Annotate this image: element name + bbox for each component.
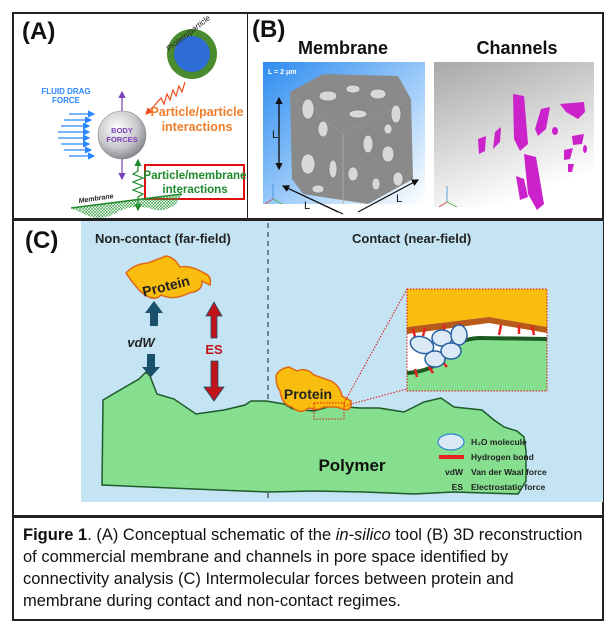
panel-a-diagram: Protein/particle FLUID DRAG FORCE BODY F… — [41, 13, 247, 218]
legend-es-symbol: ES — [452, 482, 464, 492]
caption-text-2: tool (B) 3D reconstruction of commercial… — [23, 526, 583, 610]
dim-label-left: L — [304, 200, 310, 212]
vdw-label: vdW — [127, 335, 156, 350]
legend-h2o-symbol — [437, 433, 465, 451]
zoom-line-bottom — [343, 388, 408, 407]
legend-h2o-label: H₂O molecule — [471, 437, 527, 447]
membrane-cube — [290, 74, 413, 204]
body-forces-label-1: BODY — [111, 126, 133, 135]
fluid-drag-arrows — [58, 110, 96, 160]
contact-title: Contact (near-field) — [352, 231, 471, 246]
fluid-drag-label-2: FORCE — [52, 96, 81, 105]
legend-es-label: Electrostatic force — [471, 482, 545, 492]
zoom-line-top — [343, 288, 408, 404]
vdw-arrow-up — [145, 301, 163, 326]
panel-c-diagram: Non-contact (far-field) Contact (near-fi… — [81, 221, 603, 502]
channels-shapes — [478, 94, 587, 210]
scale-label: L = 2 μm — [268, 69, 296, 76]
channels-title: Channels — [476, 38, 557, 58]
particle-particle-label-2: interactions — [162, 120, 233, 134]
protein-near-field — [275, 366, 352, 412]
protein-far-field — [125, 255, 212, 299]
legend-hbond-label: Hydrogen bond — [471, 452, 534, 462]
membrane-surface — [71, 194, 182, 218]
caption-text-1: . (A) Conceptual schematic of the — [87, 526, 336, 544]
fluid-drag-label-1: FLUID DRAG — [41, 87, 90, 96]
legend-hbond-symbol — [439, 455, 464, 459]
membrane-spring — [131, 164, 145, 206]
caption-figure-number: Figure 1 — [23, 526, 88, 544]
contact-inset — [406, 288, 548, 392]
panel-c-label: (C) — [25, 227, 59, 254]
caption-italic-term: in-silico — [335, 526, 391, 544]
legend-vdw-label: Van der Waal force — [471, 467, 547, 477]
membrane-label: Membrane — [78, 193, 114, 205]
particle-membrane-label-2: interactions — [162, 184, 227, 196]
legend-vdw-symbol: vdW — [445, 467, 464, 477]
polymer-surface — [101, 370, 527, 495]
particle-membrane-label-1: Particle/membrane — [144, 170, 247, 182]
figure-caption: Figure 1. (A) Conceptual schematic of th… — [12, 516, 604, 621]
dim-arrow-right — [357, 179, 420, 213]
particle-spring-arrow — [145, 105, 155, 115]
membrane-title: Membrane — [298, 38, 388, 58]
particle-membrane-box — [144, 164, 245, 200]
protein-particle-core — [174, 36, 210, 72]
particle-particle-label-1: Particle/particle — [150, 105, 243, 119]
panel-b-label: (B) — [252, 16, 286, 43]
es-arrow-up — [205, 301, 223, 339]
protein-near-label: Protein — [284, 386, 332, 402]
legend: H₂O molecule Hydrogen bond vdW Van der W… — [437, 433, 547, 492]
body-forces-label-2: FORCES — [106, 135, 137, 144]
contact-zoom-region — [313, 402, 345, 420]
water-molecules — [409, 324, 468, 368]
panel-a-label: (A) — [22, 18, 56, 45]
particle-spring — [153, 81, 186, 107]
es-label: ES — [205, 342, 223, 357]
panel-b-3d-reconstruction: (B) Membrane Channels L = 2 μm — [247, 12, 604, 220]
panel-c-intermolecular-forces: (C) Non-contact (far-field) Contact (nea… — [12, 219, 604, 517]
panel-b-diagram: Membrane Channels L = 2 μm — [263, 38, 594, 215]
vdw-arrow-down — [142, 354, 160, 377]
axis-triad-channels — [438, 186, 458, 208]
noncontact-title: Non-contact (far-field) — [95, 231, 231, 246]
es-arrow-down — [203, 360, 225, 402]
polymer-label: Polymer — [318, 456, 385, 475]
axis-triad-membrane — [264, 184, 283, 205]
dim-label-vertical: L — [272, 129, 278, 141]
panel-a-conceptual-schematic: (A) Protein/particle FLUID DRAG FORCE — [12, 12, 248, 220]
dim-label-right: L — [396, 193, 402, 205]
